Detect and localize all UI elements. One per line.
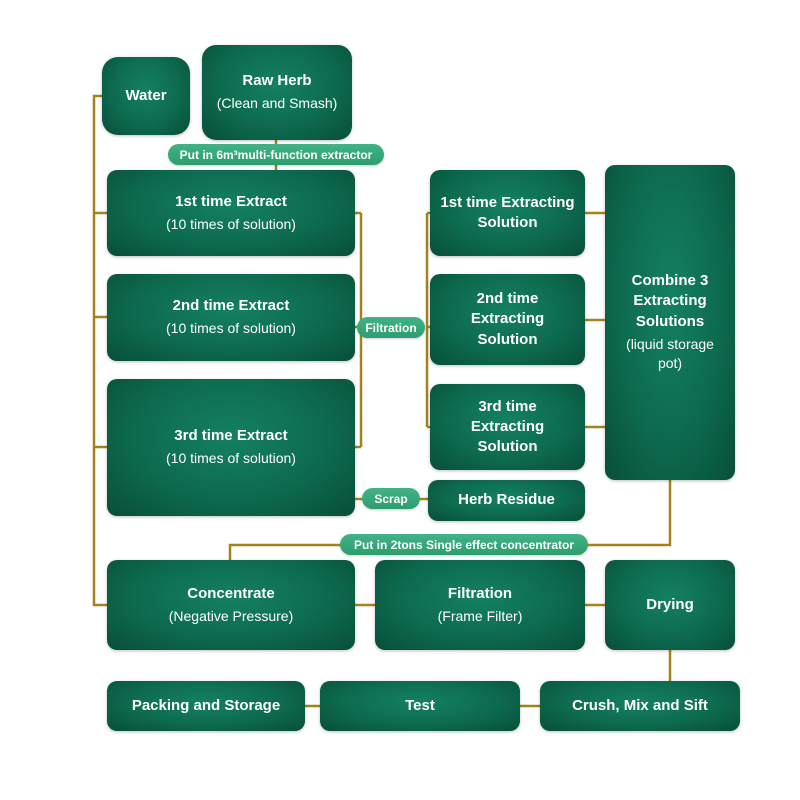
node-concentrate: Concentrate (Negative Pressure): [107, 560, 355, 650]
node-drying-title: Drying: [646, 595, 694, 613]
node-extract-3-title: 3rd time Extract: [174, 427, 288, 445]
node-crush-mix-sift: Crush, Mix and Sift: [540, 681, 740, 731]
node-extract-2-title: 2nd time Extract: [172, 297, 290, 315]
node-extract-1: 1st time Extract (10 times of solution): [107, 170, 355, 256]
node-extract-1-subtitle: (10 times of solution): [166, 215, 296, 232]
node-raw-herb-subtitle: (Clean and Smash): [216, 95, 338, 112]
node-filtration-frame-filter: Filtration (Frame Filter): [375, 560, 585, 650]
node-raw-herb: Raw Herb (Clean and Smash): [202, 45, 352, 140]
node-solution-3: 3rd time Extracting Solution: [430, 384, 585, 470]
node-solution-2-title: 2nd time Extracting Solution: [470, 290, 545, 348]
node-combine-title: Combine 3 Extracting Solutions: [631, 272, 709, 330]
node-extract-1-title: 1st time Extract: [175, 192, 287, 210]
node-solution-1-title: 1st time Extracting Solution: [440, 193, 575, 231]
node-concentrate-title: Concentrate: [187, 584, 275, 602]
node-test: Test: [320, 681, 520, 731]
pill-extractor-label: Put in 6m³multi-function extractor: [168, 144, 384, 165]
node-water: Water: [102, 57, 190, 135]
pill-filtration-label: Filtration: [357, 317, 425, 338]
node-extract-2-subtitle: (10 times of solution): [166, 320, 296, 337]
node-solution-2: 2nd time Extracting Solution: [430, 274, 585, 365]
node-extract-2: 2nd time Extract (10 times of solution): [107, 274, 355, 361]
node-extract-3: 3rd time Extract (10 times of solution): [107, 379, 355, 516]
node-crush-mix-sift-title: Crush, Mix and Sift: [572, 696, 708, 714]
node-concentrate-subtitle: (Negative Pressure): [168, 607, 294, 624]
node-filtration-frame-subtitle: (Frame Filter): [437, 607, 523, 624]
connector-water-rail: [92, 94, 107, 607]
node-herb-residue-title: Herb Residue: [458, 491, 555, 509]
node-combine-solutions: Combine 3 Extracting Solutions (liquid s…: [605, 165, 735, 480]
node-packing-storage-title: Packing and Storage: [131, 696, 281, 714]
node-herb-residue: Herb Residue: [428, 480, 585, 521]
node-combine-subtitle: (liquid storage pot): [626, 335, 714, 372]
node-test-title: Test: [405, 696, 435, 714]
node-solution-1: 1st time Extracting Solution: [430, 170, 585, 256]
node-packing-storage: Packing and Storage: [107, 681, 305, 731]
pill-scrap-label: Scrap: [362, 488, 420, 509]
node-raw-herb-title: Raw Herb: [242, 72, 312, 90]
node-filtration-frame-title: Filtration: [447, 584, 513, 602]
node-extract-3-subtitle: (10 times of solution): [166, 450, 296, 467]
node-drying: Drying: [605, 560, 735, 650]
node-solution-3-title: 3rd time Extracting Solution: [470, 397, 545, 456]
pill-concentrator-label: Put in 2tons Single effect concentrator: [340, 534, 588, 555]
node-water-title: Water: [125, 86, 167, 104]
